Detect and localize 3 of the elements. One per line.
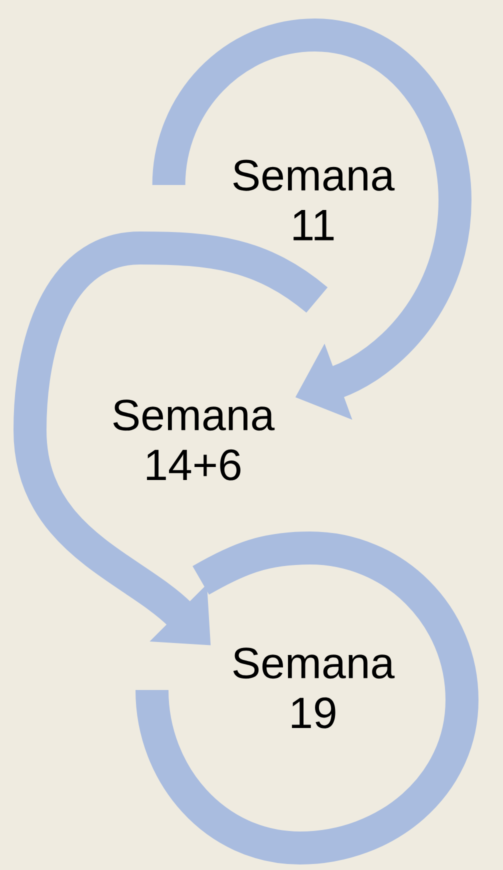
step-label: Semana 11 xyxy=(233,160,395,240)
step-label: Semana 19 xyxy=(233,648,395,728)
step-label: Semana 14+6 xyxy=(113,400,275,480)
